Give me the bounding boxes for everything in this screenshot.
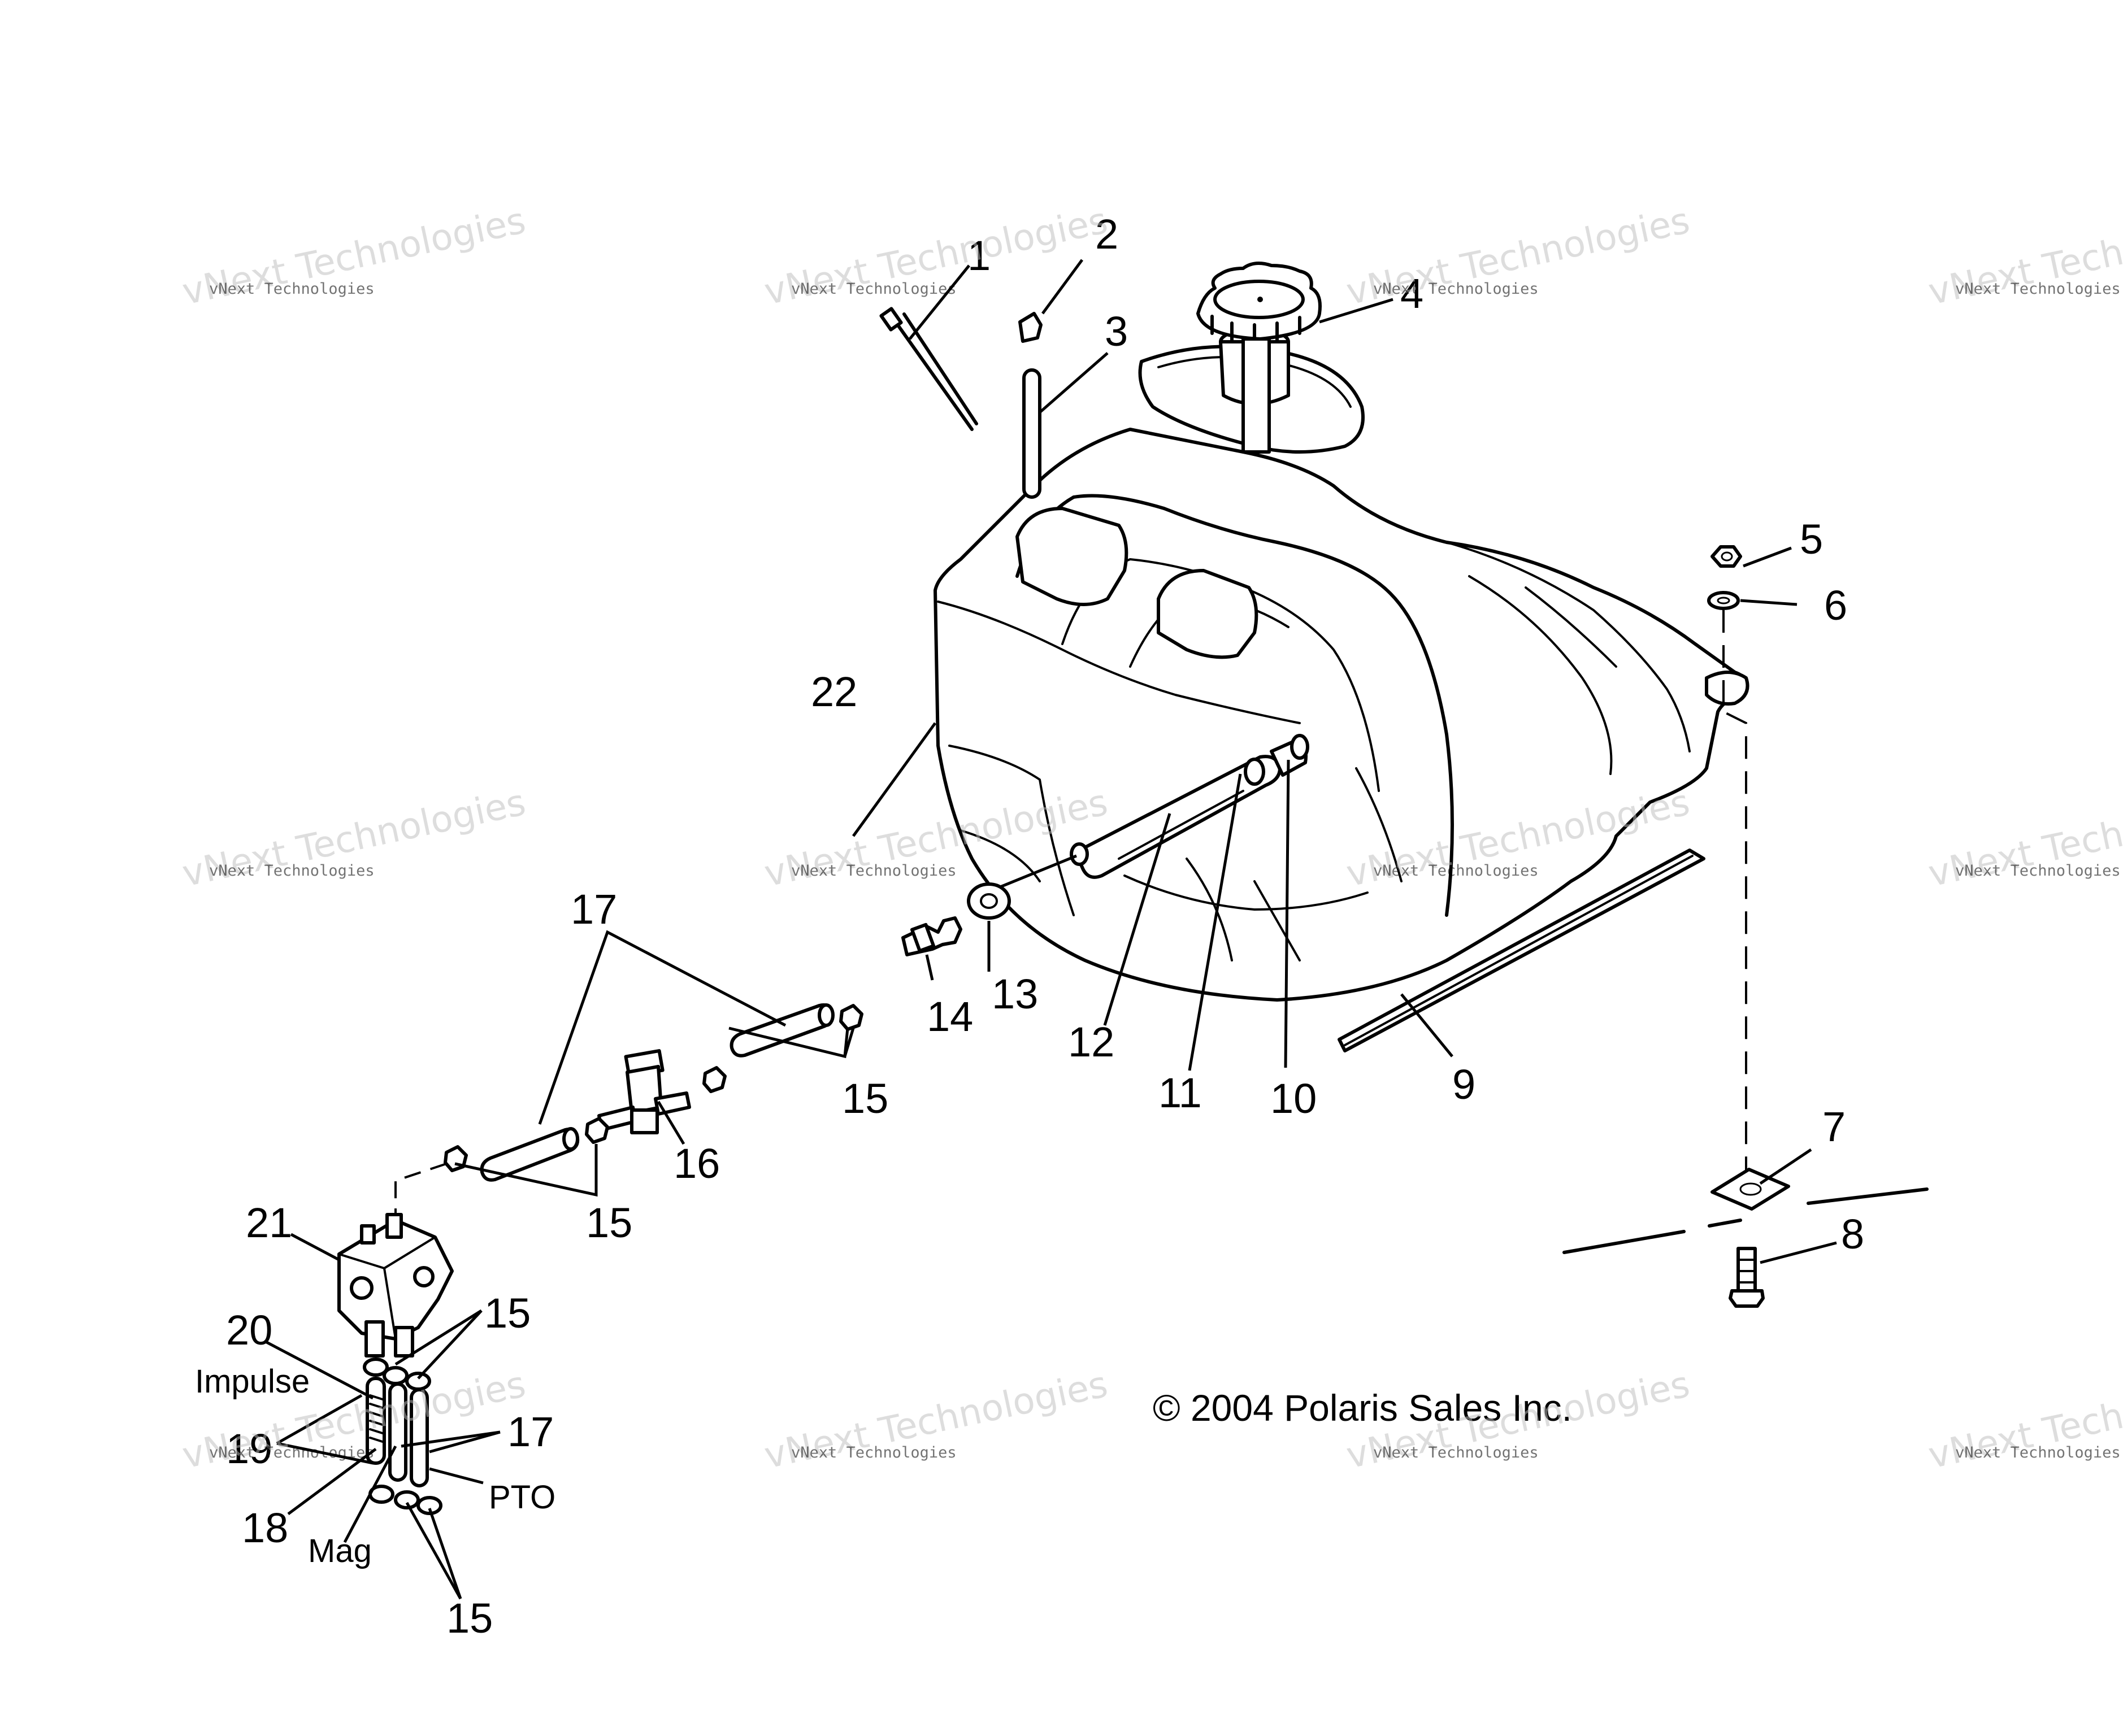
callout-20: 20: [226, 1307, 272, 1354]
callout-21: 21: [246, 1199, 292, 1246]
watermark-small: vNext Technologies: [1373, 1444, 1539, 1461]
callout-19: 19: [226, 1425, 272, 1472]
callout-5: 5: [1800, 516, 1823, 563]
fuel-shutoff-valve: [597, 1049, 691, 1134]
watermark-small: vNext Technologies: [209, 1444, 375, 1461]
watermark-small: vNext Technologies: [1373, 280, 1539, 298]
vent-hose: [879, 307, 978, 431]
callout-14: 14: [927, 993, 973, 1040]
fuel-hose-lower: [480, 1127, 580, 1182]
fuel-hose-upper: [730, 1003, 835, 1058]
grommet: [967, 882, 1011, 920]
hose-clamp: [702, 1004, 863, 1093]
watermark-small: vNext Technologies: [209, 280, 375, 298]
mag-label: Mag: [308, 1533, 372, 1569]
hose-clamp-mid: [444, 1117, 609, 1172]
watermark-small: vNext Technologies: [791, 862, 957, 880]
callout-numbers: 1 2 3 4 5 6 7 8 9 10 11 12 13 14 15 15 1…: [226, 211, 1864, 1642]
pump-lines: [363, 1358, 442, 1515]
callout-6: 6: [1824, 582, 1847, 629]
watermark-small: vNext Technologies: [1955, 862, 2121, 880]
fuel-pump: [337, 1213, 454, 1358]
watermark-small: vNext Technologies: [209, 862, 375, 880]
callout-12: 12: [1068, 1019, 1114, 1065]
callout-16: 16: [674, 1140, 720, 1187]
hose-short: [1022, 368, 1041, 499]
nut: [1710, 545, 1742, 568]
callout-18: 18: [242, 1504, 288, 1551]
watermark-small: vNext Technologies: [1373, 862, 1539, 880]
callout-11: 11: [1158, 1069, 1202, 1116]
copyright-notice: © 2004 Polaris Sales Inc.: [1153, 1387, 1572, 1429]
callout-22: 22: [811, 668, 857, 715]
frame-line: [1562, 1187, 1929, 1254]
tank-fitting: [1070, 734, 1309, 866]
callout-15-middle: 15: [586, 1199, 632, 1246]
callout-4: 4: [1400, 270, 1423, 317]
leader-lines: [264, 259, 1837, 1600]
watermark-small: vNext Technologies: [791, 280, 957, 298]
callout-3: 3: [1105, 308, 1128, 355]
mount-pad: [1710, 1168, 1790, 1211]
mount-dashed-line: [1722, 610, 1747, 1192]
washer: [1707, 591, 1740, 610]
callout-17-lower: 17: [507, 1408, 554, 1455]
callout-15-upper: 15: [842, 1075, 888, 1122]
callout-17-upper: 17: [571, 886, 617, 933]
callout-15-bottom: 15: [446, 1595, 493, 1642]
pump-dashed-line: [394, 1163, 447, 1220]
callout-10: 10: [1270, 1075, 1317, 1122]
impulse-label: Impulse: [195, 1363, 310, 1400]
fuel-cap: [1196, 262, 1322, 454]
callout-8: 8: [1841, 1211, 1864, 1258]
outlet-fitting: [901, 916, 962, 956]
pto-label: PTO: [489, 1479, 555, 1516]
callout-1: 1: [967, 232, 991, 279]
watermark-small: vNext Technologies: [1955, 1444, 2121, 1461]
callout-13: 13: [992, 971, 1038, 1017]
check-valve: [1018, 312, 1043, 343]
callout-7: 7: [1822, 1103, 1846, 1150]
callout-15-pump: 15: [484, 1290, 531, 1337]
mount-bolt: [1729, 1247, 1765, 1308]
rubber-strip: [1338, 849, 1705, 1052]
callout-9: 9: [1452, 1061, 1475, 1108]
callout-2: 2: [1095, 211, 1118, 258]
watermark-small: vNext Technologies: [1955, 280, 2121, 298]
watermark-small: vNext Technologies: [791, 1444, 957, 1461]
